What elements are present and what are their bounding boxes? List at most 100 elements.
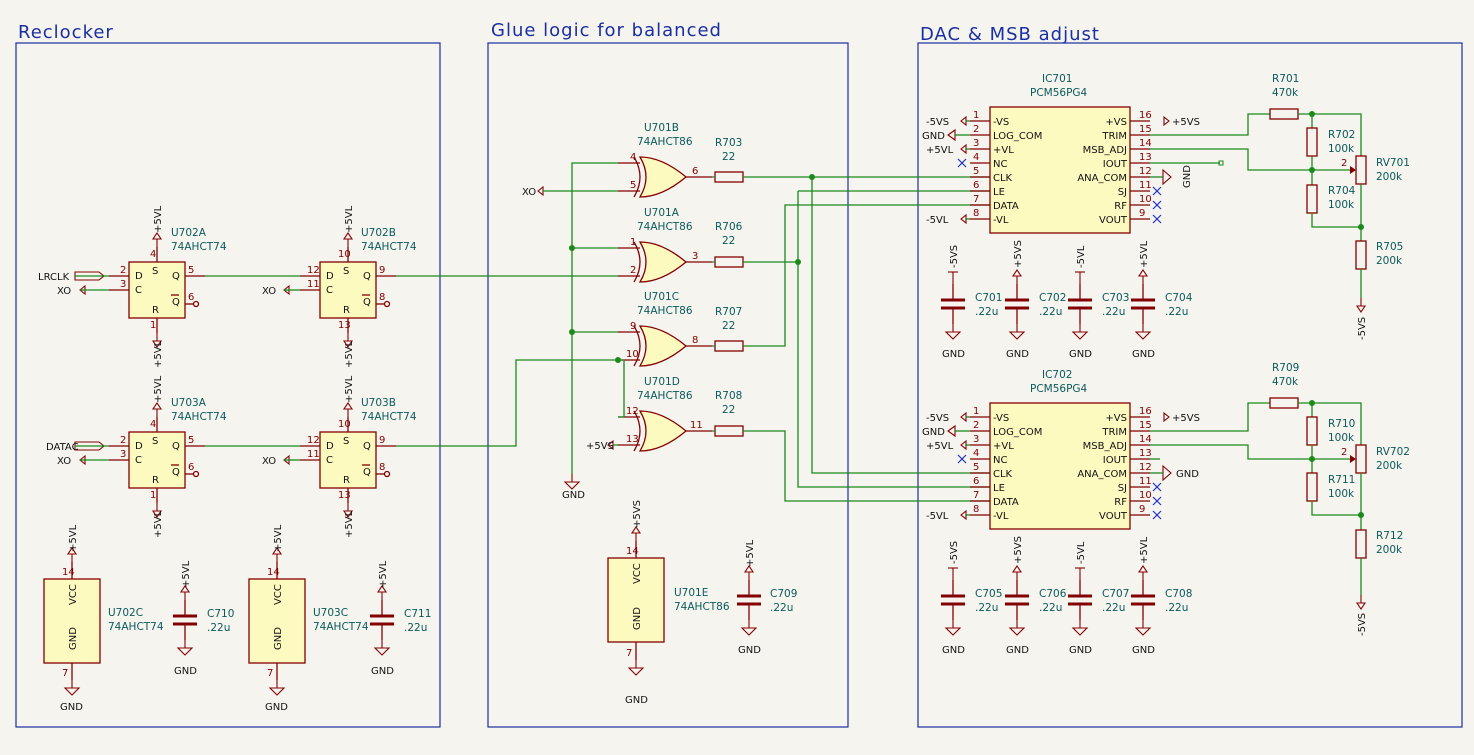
pin-name-r: R: [152, 475, 159, 486]
net-label: GND: [1176, 469, 1199, 480]
pin-number: 12: [626, 406, 639, 417]
pin-number: 11: [690, 420, 703, 431]
capacitor-c711: +5VL GND C711 .22u: [368, 560, 431, 677]
pin-number: 2: [1341, 447, 1347, 458]
ref-designator: IC701: [1042, 73, 1072, 85]
flipflop-u703b: D C S R Q Q 12 11 10 13 9 8 U703B 74AHCT…: [300, 375, 417, 538]
pin-number: 9: [379, 265, 385, 276]
ref-designator: R702: [1328, 129, 1355, 141]
gnd-label: GND: [1006, 645, 1029, 656]
part-value: 22: [722, 320, 735, 332]
pin-name: DATA: [993, 497, 1019, 508]
pin-number: 2: [120, 435, 126, 446]
pin-name-c: C: [326, 455, 333, 466]
pin-number: 8: [379, 462, 385, 473]
power-label: +5VL: [153, 205, 164, 233]
net-label: -5VS: [926, 413, 949, 424]
section-glue-logic: Glue logic for balanced: [487, 20, 849, 728]
power-unit-u702c: VCC GND 14 7 +5VL GND U702C 74AHCT74: [43, 524, 164, 713]
net-label-xo: XO: [57, 286, 71, 297]
pin-number: 9: [379, 435, 385, 446]
net-label: -5VL: [926, 215, 949, 226]
pin-number: 12: [1139, 462, 1152, 473]
power-label: +5VS: [632, 500, 643, 528]
pin-name-d: D: [135, 271, 143, 282]
pin-name: LOG_COM: [993, 427, 1042, 438]
pin-number: 5: [973, 462, 979, 473]
ref-designator: U701A: [644, 207, 680, 219]
ref-designator: R704: [1328, 185, 1356, 197]
pin-number: 14: [62, 567, 75, 578]
pin-number: 7: [626, 648, 632, 659]
power-label: -5VL: [1076, 245, 1087, 268]
ref-designator: U701D: [644, 376, 680, 388]
pin-name-r: R: [343, 305, 350, 316]
power-label: -5VS: [1357, 317, 1368, 340]
power-label: +5VL: [344, 375, 355, 403]
pin-number: 10: [338, 249, 351, 260]
pin-name-s: S: [343, 436, 349, 447]
part-value: .22u: [1102, 306, 1125, 318]
gnd-label: GND: [60, 702, 83, 713]
part-value: 470k: [1272, 87, 1299, 99]
pin-name: -VL: [993, 215, 1009, 226]
ref-designator: R710: [1328, 418, 1355, 430]
net-label-lrclk: LRCLK: [38, 272, 70, 283]
part-value: .22u: [1039, 306, 1062, 318]
pin-number: 1: [630, 237, 636, 248]
pin-number: 3: [120, 279, 126, 290]
ic702-connections: -5VS GND +5VL -5VL +5VS GND: [922, 411, 1200, 522]
pin-number: 10: [1139, 194, 1152, 205]
net-label-xo: XO: [522, 187, 536, 198]
pin-number: 6: [973, 180, 979, 191]
pin-name: VCC: [273, 584, 284, 605]
pin-name: LE: [993, 187, 1005, 198]
pin-name: MSB_ADJ: [1083, 441, 1127, 452]
trim-network-2: -5VS R709 470k R710 100k R711 100k RV702…: [1150, 362, 1410, 636]
pin-name-qn: Q: [363, 297, 371, 308]
pin-number: 5: [188, 435, 194, 446]
power-label: -5VS: [1357, 613, 1368, 636]
pin-name: NC: [993, 455, 1007, 466]
pin-name: LOG_COM: [993, 131, 1042, 142]
ref-designator: C711: [404, 608, 431, 620]
flipflop-u702b: D C S R Q Q 12 11 10 13 9 8 U702B 74AHCT…: [300, 205, 417, 368]
pin-number: 11: [307, 279, 320, 290]
pin-name: RF: [1114, 497, 1127, 508]
gnd-label: GND: [1069, 349, 1092, 360]
pin-name: GND: [273, 627, 284, 650]
gnd-label: GND: [1069, 645, 1092, 656]
power-unit-u701e: VCC GND 14 7 +5VS GND U701E 74AHCT86: [607, 500, 730, 706]
pin-name: GND: [632, 607, 643, 630]
pin-name: TRIM: [1101, 131, 1127, 142]
ref-designator: RV702: [1376, 446, 1410, 458]
pin-number: 4: [973, 152, 979, 163]
pin-name: +VS: [1105, 117, 1127, 128]
pin-name-q: Q: [363, 441, 371, 452]
part-value: 74AHCT86: [637, 305, 693, 317]
ref-designator: R711: [1328, 474, 1355, 486]
pin-name-d: D: [135, 441, 143, 452]
ref-designator: RV701: [1376, 157, 1410, 169]
pin-name-s: S: [152, 436, 158, 447]
part-value: 22: [722, 151, 735, 163]
pin-number: 2: [973, 124, 979, 135]
pin-number: 7: [973, 194, 979, 205]
pin-number: 7: [973, 490, 979, 501]
dac-ic702: IC702 PCM56PG4 1-VS2LOG_COM3+VL4NC5CLK6L…: [970, 369, 1152, 530]
pin-name: -VS: [993, 413, 1009, 424]
part-value: 74AHCT74: [361, 241, 417, 253]
power-label: +5VL: [344, 510, 355, 538]
pin-number: 13: [338, 320, 351, 331]
ref-designator: R701: [1272, 73, 1299, 85]
power-label: +5VS: [1013, 240, 1024, 268]
pin-name-c: C: [135, 285, 142, 296]
gnd-label: GND: [942, 645, 965, 656]
pin-name-c: C: [135, 455, 142, 466]
pin-name-s: S: [343, 266, 349, 277]
part-value: 22: [722, 235, 735, 247]
pin-name: LE: [993, 483, 1005, 494]
